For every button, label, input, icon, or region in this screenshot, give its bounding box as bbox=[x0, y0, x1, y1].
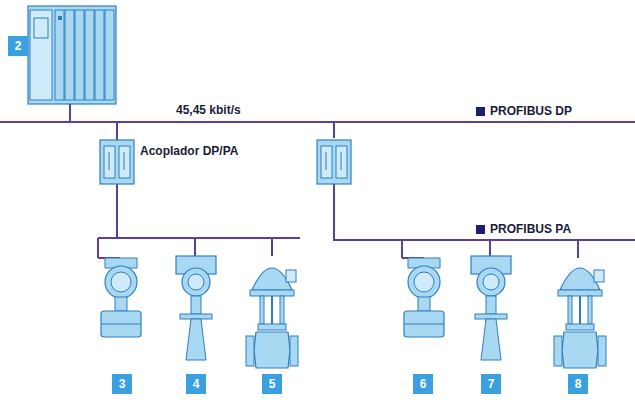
callout-number: 2 bbox=[8, 36, 28, 56]
radar-level-meter bbox=[471, 256, 511, 360]
control-valve bbox=[246, 268, 298, 368]
callout-number: 4 bbox=[186, 374, 206, 394]
callout-number: 3 bbox=[112, 374, 132, 394]
pressure-transmitter bbox=[101, 258, 141, 337]
plc-rack bbox=[28, 6, 116, 104]
radar-level-meter bbox=[176, 256, 216, 360]
coupler-node: Acoplador DP/PA bbox=[100, 140, 134, 184]
bus-speed-label: 45,45 kbit/s bbox=[176, 103, 241, 117]
dp-pa-coupler bbox=[317, 140, 351, 184]
coupler-label: Acoplador DP/PA bbox=[140, 144, 238, 158]
legend-row: PROFIBUS PA bbox=[474, 222, 573, 236]
control-valve bbox=[554, 268, 606, 368]
legend-text: PROFIBUS PA bbox=[490, 222, 571, 236]
callout-number: 6 bbox=[413, 374, 433, 394]
callout-number: 5 bbox=[262, 374, 282, 394]
callout-number: 7 bbox=[481, 374, 501, 394]
pressure-transmitter bbox=[404, 258, 444, 337]
legend-swatch bbox=[476, 225, 485, 234]
bus-lines bbox=[0, 104, 635, 258]
legend-swatch bbox=[476, 107, 485, 116]
legend-row: PROFIBUS DP bbox=[474, 104, 574, 118]
dp-pa-coupler bbox=[100, 140, 134, 184]
callout-number: 8 bbox=[568, 374, 588, 394]
legend-text: PROFIBUS DP bbox=[490, 104, 572, 118]
